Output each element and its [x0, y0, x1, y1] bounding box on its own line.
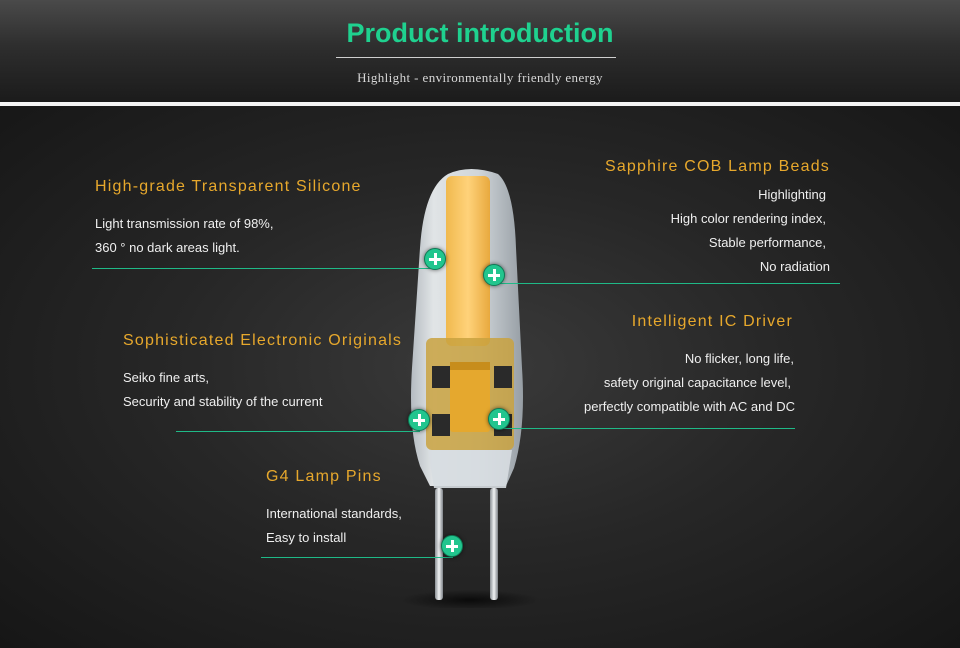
plus-circle-icon[interactable]: [408, 409, 430, 431]
driver-leader-line: [500, 428, 795, 429]
page-subtitle: Highlight - environmentally friendly ene…: [357, 70, 603, 85]
cob-leader-line: [494, 283, 840, 284]
feature-silicone-title: High-grade Transparent Silicone: [95, 178, 362, 195]
page-title: Product introduction: [346, 18, 614, 48]
feature-electronics-line: Seiko fine arts,: [123, 370, 209, 385]
feature-electronics-title: Sophisticated Electronic Originals: [123, 332, 403, 349]
electronics-leader-line: [176, 431, 420, 432]
feature-cob-line: Highlighting: [758, 187, 826, 202]
header-divider: [0, 102, 960, 106]
feature-driver-line: No flicker, long life,: [684, 351, 794, 366]
feature-driver-line: perfectly compatible with AC and DC: [584, 399, 795, 414]
title-underline: [336, 57, 616, 58]
feature-cob-title: Sapphire COB Lamp Beads: [604, 158, 830, 175]
plus-circle-icon[interactable]: [483, 264, 505, 286]
plus-circle-icon[interactable]: [424, 248, 446, 270]
plus-circle-icon[interactable]: [488, 408, 510, 430]
feature-silicone-line: Light transmission rate of 98%,: [95, 216, 274, 231]
g4-led-bulb-illustration: [400, 169, 540, 608]
feature-cob-line: No radiation: [759, 259, 830, 274]
feature-pins-title: G4 Lamp Pins: [266, 468, 382, 485]
pins-leader-line: [261, 557, 453, 558]
feature-driver-line: safety original capacitance level,: [603, 375, 791, 390]
feature-pins-line: Easy to install: [266, 530, 347, 545]
feature-cob-line: High color rendering index,: [670, 211, 826, 226]
header-banner: Product introduction Highlight - environ…: [0, 0, 960, 102]
plus-circle-icon[interactable]: [441, 535, 463, 557]
silicone-leader-line: [92, 268, 430, 269]
feature-electronics-line: Security and stability of the current: [123, 394, 323, 409]
feature-cob-line: Stable performance,: [708, 235, 826, 250]
feature-pins-line: International standards,: [266, 506, 402, 521]
feature-driver-title: Intelligent IC Driver: [631, 313, 793, 330]
feature-silicone-line: 360 ° no dark areas light.: [95, 240, 240, 255]
